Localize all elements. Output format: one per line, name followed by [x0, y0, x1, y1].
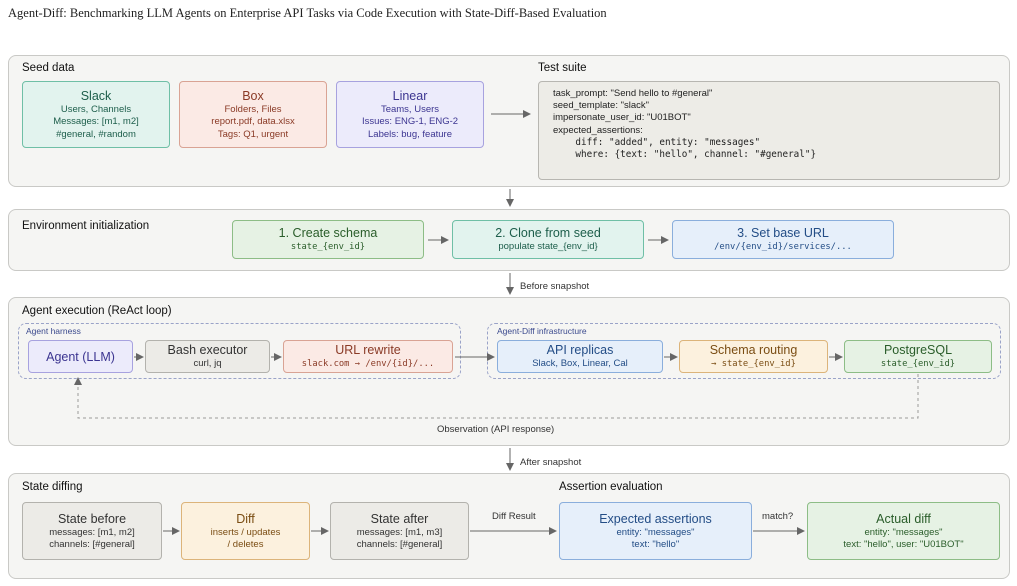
- state-before-box: State before messages: [m1, m2] channels…: [22, 502, 162, 560]
- assertion-evaluation-title: Assertion evaluation: [559, 481, 663, 493]
- box-seed-box: Box Folders, Files report.pdf, data.xlsx…: [179, 81, 327, 148]
- observation-label: Observation (API response): [437, 424, 555, 435]
- suite-line: seed_template: "slack": [553, 100, 649, 112]
- state-after-box: State after messages: [m1, m3] channels:…: [330, 502, 469, 560]
- postgresql-box: PostgreSQL state_{env_id}: [844, 340, 992, 373]
- infra-group: [487, 323, 1001, 379]
- url-rewrite-box: URL rewrite slack.com → /env/{id}/...: [283, 340, 453, 373]
- suite-line: impersonate_user_id: "U01BOT": [553, 112, 691, 124]
- suite-line: diff: "added", entity: "messages": [553, 136, 761, 148]
- test-suite-code: task_prompt: "Send hello to #general" se…: [538, 81, 1000, 180]
- bash-executor-box: Bash executor curl, jq: [145, 340, 270, 373]
- before-snapshot-label: Before snapshot: [520, 281, 590, 292]
- clone-seed-box: 2. Clone from seed populate state_{env_i…: [452, 220, 644, 259]
- actual-diff-box: Actual diff entity: "messages" text: "he…: [807, 502, 1000, 560]
- linear-seed-box: Linear Teams, Users Issues: ENG-1, ENG-2…: [336, 81, 484, 148]
- figure-title: Agent-Diff: Benchmarking LLM Agents on E…: [8, 6, 607, 20]
- expected-assertions-box: Expected assertions entity: "messages" t…: [559, 502, 752, 560]
- slack-seed-box: Slack Users, Channels Messages: [m1, m2]…: [22, 81, 170, 148]
- harness-group: [18, 323, 461, 379]
- seed-data-title: Seed data: [22, 62, 75, 74]
- diff-result-label: Diff Result: [492, 511, 536, 522]
- schema-routing-box: Schema routing → state_{env_id}: [679, 340, 828, 373]
- suite-line: where: {text: "hello", channel: "#genera…: [553, 149, 817, 161]
- diff-box: Diff inserts / updates / deletes: [181, 502, 310, 560]
- suite-line: task_prompt: "Send hello to #general": [553, 88, 713, 99]
- api-replicas-box: API replicas Slack, Box, Linear, Cal: [497, 340, 663, 373]
- env-title: Environment initialization: [22, 220, 150, 232]
- base-url-box: 3. Set base URL /env/{env_id}/services/.…: [672, 220, 894, 259]
- state-diffing-title: State diffing: [22, 481, 83, 493]
- create-schema-box: 1. Create schema state_{env_id}: [232, 220, 424, 259]
- match-label: match?: [762, 511, 794, 522]
- harness-label: Agent harness: [26, 326, 81, 336]
- agent-title: Agent execution (ReAct loop): [22, 305, 172, 317]
- after-snapshot-label: After snapshot: [520, 457, 582, 468]
- test-suite-title: Test suite: [538, 62, 587, 74]
- infra-label: Agent-Diff infrastructure: [497, 326, 587, 336]
- observation-loop: [74, 374, 919, 419]
- agent-llm-box: Agent (LLM): [28, 340, 133, 373]
- suite-line: expected_assertions:: [553, 124, 643, 136]
